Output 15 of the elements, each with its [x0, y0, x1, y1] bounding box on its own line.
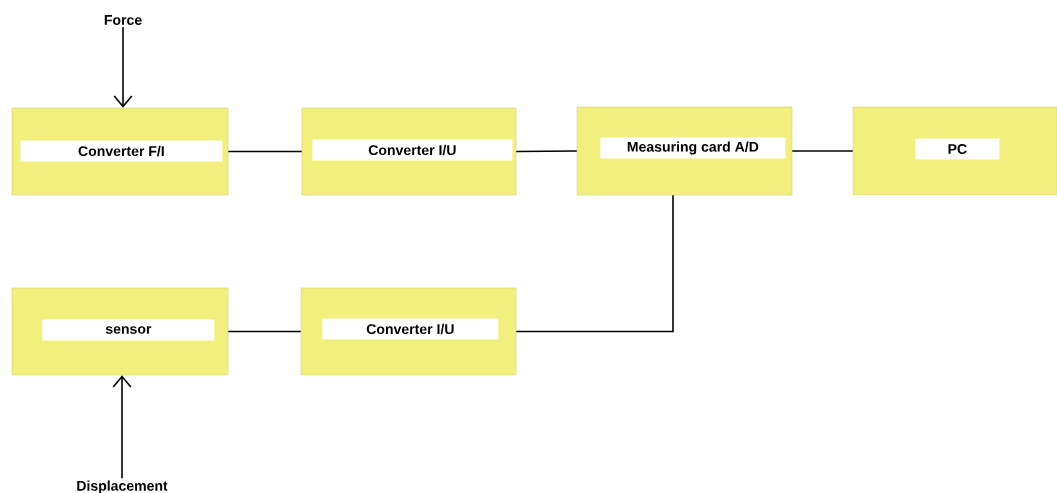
process-box: Converter I/U [301, 107, 517, 196]
process-box: Converter F/I [11, 107, 229, 196]
connector-line [112, 375, 132, 480]
connector-line [515, 194, 674, 333]
connector-line [515, 150, 578, 153]
process-box: Measuring card A/D [576, 106, 793, 196]
process-box: PC [852, 106, 1057, 196]
connector-line [791, 150, 854, 152]
process-box: sensor [11, 287, 229, 376]
label-text: Force [104, 15, 142, 25]
connector-line [227, 150, 303, 153]
connector-line [113, 26, 133, 108]
label-text: Displacement [77, 480, 168, 493]
process-box: Converter I/U [300, 287, 517, 376]
connector-line [227, 330, 302, 333]
